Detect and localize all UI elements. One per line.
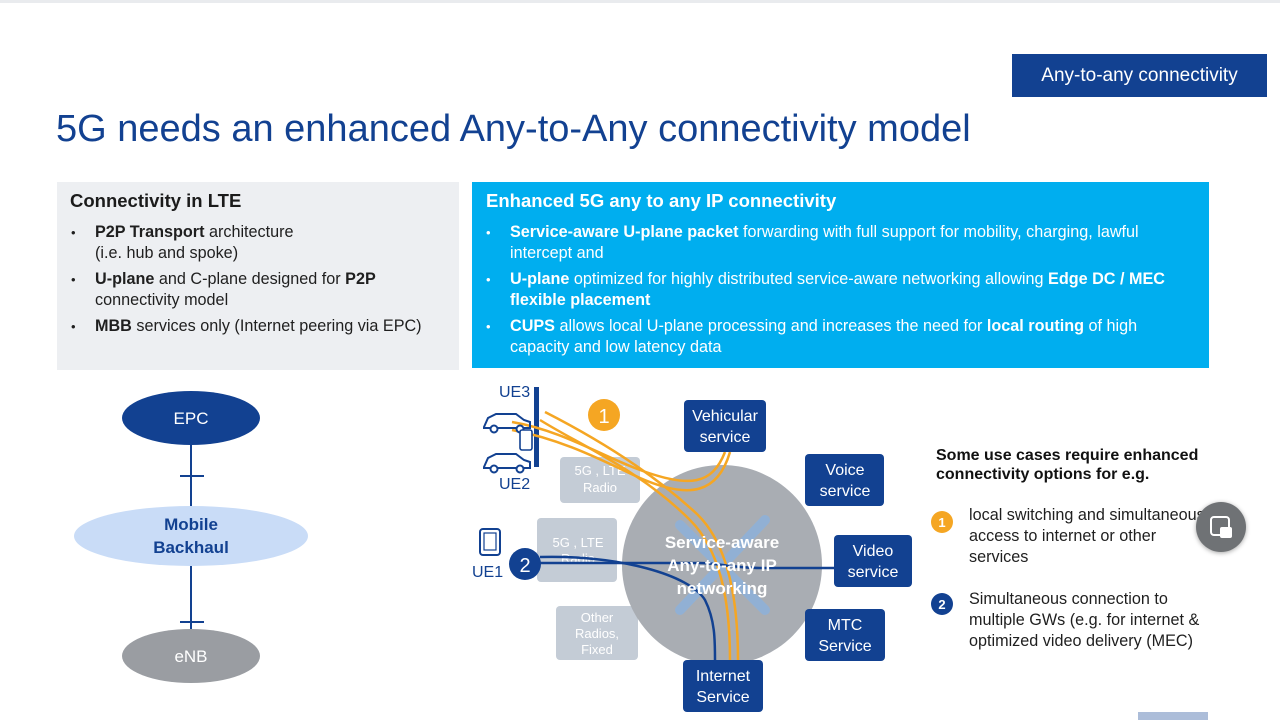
bullet-text: services only (Internet peering via EPC) xyxy=(131,317,422,335)
service-label: MTC xyxy=(828,617,863,634)
5g-connectivity-box: Enhanced 5G any to any IP connectivity S… xyxy=(472,182,1209,368)
service-label: Voice xyxy=(825,462,864,479)
epc-node xyxy=(122,391,260,445)
internet-service-box xyxy=(683,660,763,712)
bullet-bold-text: local routing xyxy=(986,317,1085,335)
section-tag: Any-to-any connectivity xyxy=(1012,54,1267,97)
mobile-backhaul-node xyxy=(74,506,308,566)
car-icon xyxy=(483,453,531,474)
service-label: Service xyxy=(696,689,749,706)
bullet-text: connectivity model xyxy=(95,291,229,309)
voice-service-box xyxy=(805,454,884,506)
ue2-label: UE2 xyxy=(499,476,530,493)
service-label: Vehicular xyxy=(692,408,758,425)
bullet-text: and C-plane designed for xyxy=(154,270,346,288)
vehicular-service-box xyxy=(684,400,766,452)
list-item: P2P Transport architecture (i.e. hub and… xyxy=(71,222,451,264)
blue-path xyxy=(540,561,835,570)
bullet-text: allows local U-plane processing and incr… xyxy=(554,317,987,335)
slide-title: 5G needs an enhanced Any-to-Any connecti… xyxy=(56,108,971,150)
footer-logo-fragment xyxy=(1138,712,1208,720)
marker-1 xyxy=(588,399,620,431)
other-radios-label: Radios, xyxy=(575,626,619,641)
pip-inner-window xyxy=(1220,527,1232,538)
radio-label: 5G , LTE xyxy=(552,535,603,550)
lte-box-heading: Connectivity in LTE xyxy=(70,190,242,211)
bullet-bold-text: CUPS xyxy=(510,317,555,335)
service-label: Video xyxy=(853,543,894,560)
use-case-2-text: Simultaneous connection to multiple GWs … xyxy=(969,590,1200,650)
bullet-bold-text: Edge DC / MEC flexible placement xyxy=(510,270,1165,309)
bullet-text: architecture xyxy=(204,223,294,241)
service-label: Internet xyxy=(696,668,751,685)
mtc-service-box xyxy=(805,609,885,661)
bullet-text: forwarding with full support for mobilit… xyxy=(510,223,1139,262)
list-item: U-plane and C-plane designed for P2P con… xyxy=(71,269,451,311)
other-radios-box xyxy=(556,606,638,660)
backhaul-label: Mobile xyxy=(164,515,218,534)
core-label: Service-aware xyxy=(665,533,779,552)
lte-bullet-list: P2P Transport architecture (i.e. hub and… xyxy=(71,222,451,342)
bullet-bold-text: MBB xyxy=(95,317,132,335)
enb-label: eNB xyxy=(174,647,207,666)
marker-1-number: 1 xyxy=(598,406,609,428)
tablet-screen xyxy=(483,532,497,551)
list-item: Service-aware U-plane packet forwarding … xyxy=(486,222,1191,264)
radio-box-lower xyxy=(537,518,617,582)
use-case-1-text: local switching and simultaneous access … xyxy=(969,506,1205,566)
bullet-bold-text: P2P xyxy=(345,270,376,288)
other-radios-label: Fixed xyxy=(581,642,613,657)
epc-label: EPC xyxy=(174,409,209,428)
bullet-text: (i.e. hub and spoke) xyxy=(95,244,239,262)
use-case-1-marker: 1 xyxy=(931,511,953,533)
orange-path xyxy=(544,410,740,661)
lte-connectivity-box: Connectivity in LTE P2P Transport archit… xyxy=(57,182,459,370)
ue3-label: UE3 xyxy=(499,384,530,401)
service-label: service xyxy=(820,483,871,500)
floating-pip-button[interactable] xyxy=(1196,502,1246,552)
core-label: networking xyxy=(677,579,768,598)
service-label: Service xyxy=(818,638,871,655)
orange-path xyxy=(511,420,727,483)
bullet-bold-text: U-plane xyxy=(510,270,570,288)
radio-label: 5G , LTE xyxy=(574,463,625,478)
radio-label: Radio xyxy=(583,480,617,495)
marker-2 xyxy=(509,548,541,580)
bullet-bold-text: U-plane xyxy=(95,270,155,288)
5g-box-heading: Enhanced 5G any to any IP connectivity xyxy=(486,190,837,211)
bullet-bold-text: Service-aware U-plane packet xyxy=(510,223,739,241)
service-label: service xyxy=(848,564,899,581)
bullet-text: of high capacity and low latency data xyxy=(510,317,1138,356)
list-item: CUPS allows local U-plane processing and… xyxy=(486,316,1191,358)
core-label: Any-to-any IP xyxy=(667,556,777,575)
bullet-text: optimized for highly distributed service… xyxy=(569,270,1049,288)
marker-2-number: 2 xyxy=(519,555,530,577)
bullet-bold-text: P2P Transport xyxy=(95,223,205,241)
use-case-2-marker: 2 xyxy=(931,593,953,615)
video-service-box xyxy=(834,535,912,587)
list-item: U-plane optimized for highly distributed… xyxy=(486,269,1191,311)
backhaul-label: Backhaul xyxy=(153,538,229,557)
list-item: MBB services only (Internet peering via … xyxy=(71,316,451,337)
service-label: service xyxy=(700,429,751,446)
enb-node xyxy=(122,629,260,683)
use-cases-heading: Some use cases require enhanced connecti… xyxy=(936,447,1199,483)
phone-icon xyxy=(519,429,533,451)
5g-bullet-list: Service-aware U-plane packet forwarding … xyxy=(486,222,1191,363)
ue1-label: UE1 xyxy=(472,564,503,581)
5g-any-to-any-diagram: 5G , LTE Radio 5G , LTE Radio Other Radi… xyxy=(472,384,912,712)
orange-path xyxy=(539,418,732,661)
top-divider xyxy=(0,0,1280,3)
other-radios-label: Other xyxy=(581,610,614,625)
tablet-icon xyxy=(479,528,501,556)
blue-path xyxy=(539,555,717,661)
lte-architecture-diagram: EPC Mobile Backhaul eNB xyxy=(74,391,308,683)
